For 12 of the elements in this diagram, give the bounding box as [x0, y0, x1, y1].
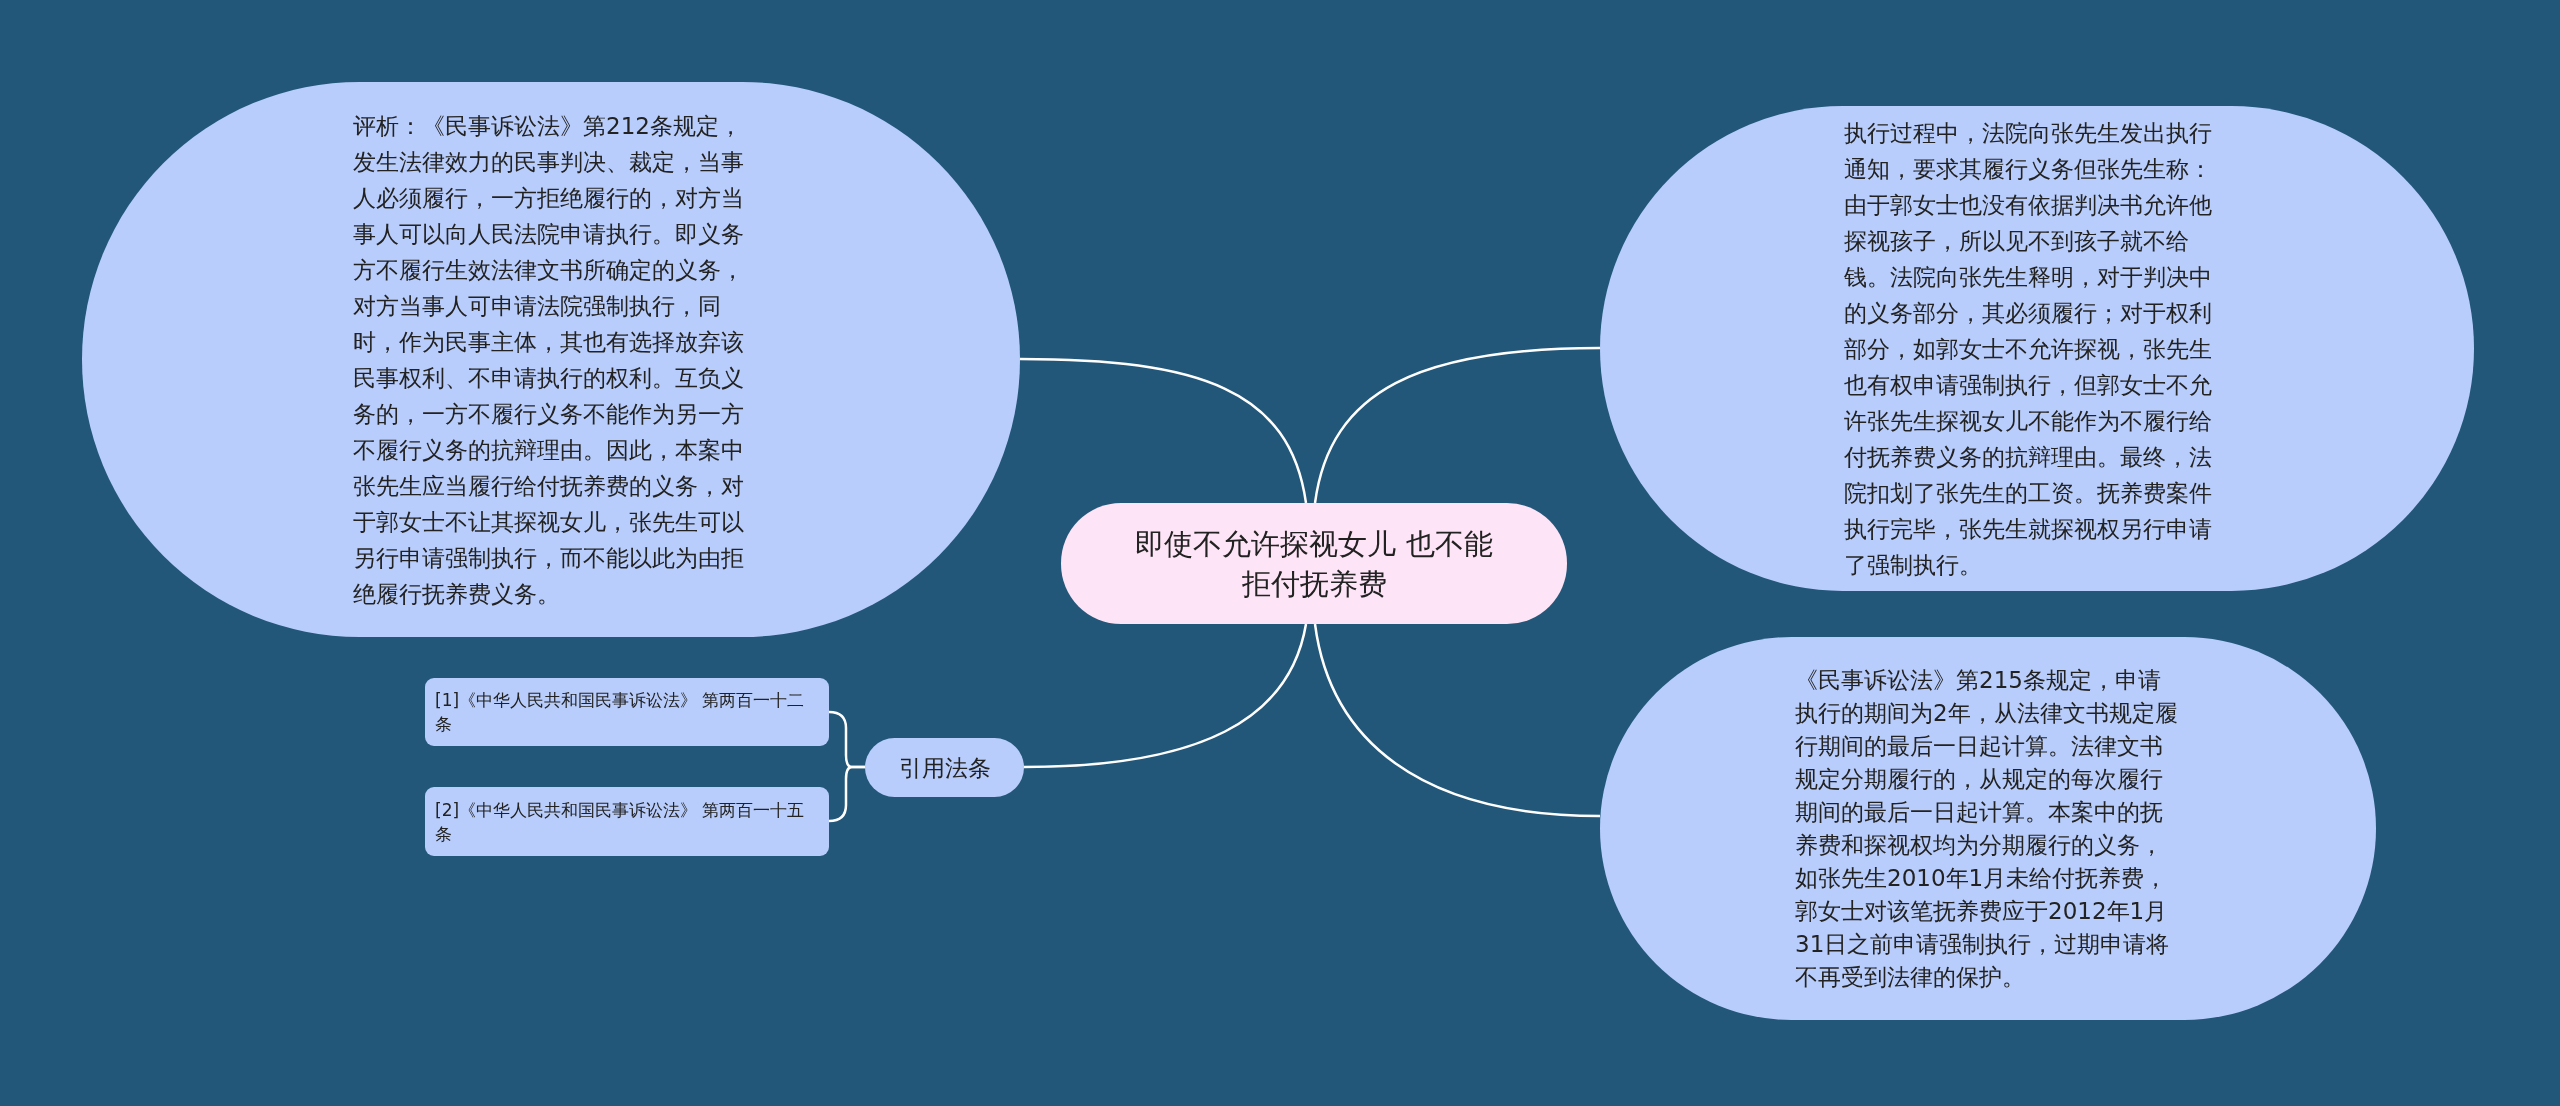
topic-bubble: 执行过程中，法院向张先生发出执行通知，要求其履行义务但张先生称：由于郭女士也没有依据判决书允许他探视孩子，所以见不到孩子就不给钱。法院向张先生释明，对于判决中的义务部分，其必须履行；对于权利部分，如郭女士不允许探视，张先生也有权申请强制执行，但郭女士不允许张先生探视女儿不能作为不履行给付抚养费义务的抗辩理由。最终，法院扣划了张先生的工资。抚养费案件执行完毕，张先生就探视权另行申请了强制执行。 [1600, 106, 2474, 591]
topic-bubble: 评析：《民事诉讼法》第212条规定，发生法律效力的民事判决、裁定，当事人必须履行，一方拒绝履行的，对方当事人可以向人民法院申请执行。即义务方不履行生效法律文书所确定的义务，对方当事人可申请法院强制执行，同时，作为民事主体，其也有选择放弃该民事权利、不申请执行的权利。互负义务的，一方不履行义务不能作为另一方不履行义务的抗辩理由。因此，本案中张先生应当履行给付抚养费的义务，对于郭女士不让其探视女儿，张先生可以另行申请强制执行，而不能以此为由拒绝履行抚养费义务。 [82, 82, 1020, 637]
category-bubble: 引用法条 [865, 738, 1024, 797]
connector-line [828, 765, 865, 823]
connector-line [1313, 623, 1601, 818]
connector-line [1023, 623, 1308, 769]
topic-bubble: 《民事诉讼法》第215条规定，申请执行的期间为2年，从法律文书规定履行期间的最后一日起计算。法律文书规定分期履行的，从规定的每次履行期间的最后一日起计算。本案中的抚养费和探视权均为分期履行的义务，如张先生2010年1月未给付抚养费，郭女士对该笔抚养费应于2012年1月31日之前申请强制执行，过期申请将不再受到法律的保护。 [1600, 637, 2376, 1020]
connector-line [1313, 346, 1601, 504]
reference-box: [1]《中华人民共和国民事诉讼法》 第两百一十二条 [425, 678, 829, 746]
central-topic: 即使不允许探视女儿 也不能拒付抚养费 [1061, 503, 1567, 624]
reference-box: [2]《中华人民共和国民事诉讼法》 第两百一十五条 [425, 787, 829, 856]
connector-line [1019, 357, 1308, 504]
